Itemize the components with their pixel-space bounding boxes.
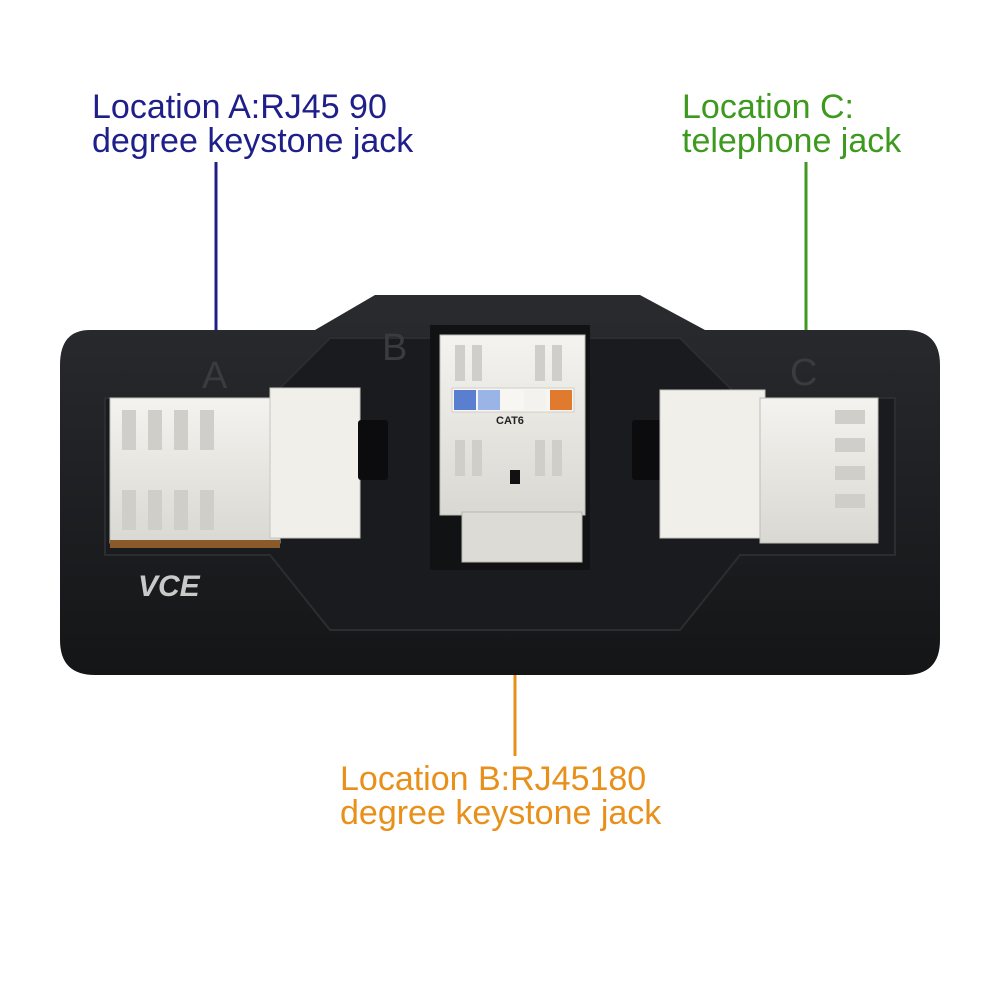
location-c-line2: telephone jack — [682, 122, 902, 160]
jack-letter-a: A — [202, 355, 228, 397]
location-c-label: Location C: telephone jack — [682, 90, 901, 158]
location-b-line1: Location B:RJ45180 — [340, 760, 647, 798]
location-a-line1: Location A:RJ45 90 — [92, 88, 387, 126]
location-a-label: Location A:RJ45 90 degree keystone jack — [92, 90, 413, 158]
jack-c — [632, 389, 879, 544]
cat6-marking: CAT6 — [496, 415, 524, 427]
location-c-line1: Location C: — [682, 88, 854, 126]
jack-a — [109, 387, 388, 548]
jack-letter-b: B — [382, 327, 407, 369]
location-b-label: Location B:RJ45180 degree keystone jack — [340, 762, 661, 830]
brand-logo: VCE — [138, 570, 201, 603]
location-a-line2: degree keystone jack — [92, 122, 414, 160]
location-b-line2: degree keystone jack — [340, 794, 662, 832]
jack-b: CAT6 — [439, 334, 586, 563]
jack-letter-c: C — [790, 352, 817, 394]
